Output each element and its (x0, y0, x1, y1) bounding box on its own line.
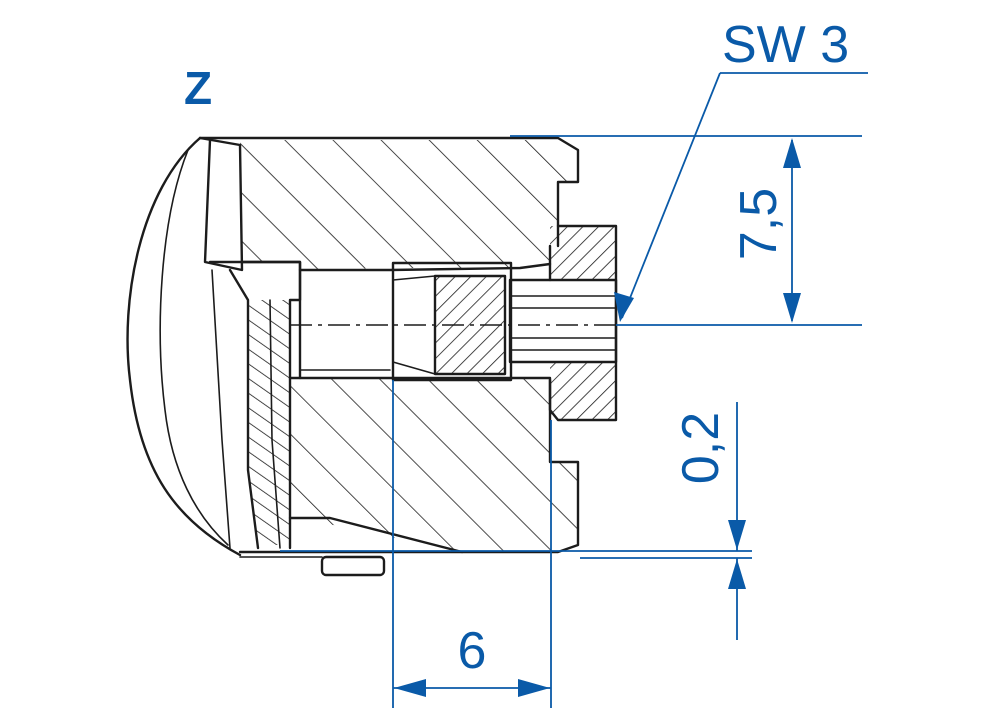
dim-gap: 0,2 (672, 412, 730, 484)
hex-key (508, 278, 618, 364)
view-label: Z (184, 62, 212, 114)
dome-inner (198, 136, 244, 272)
ring-hatch-bottom (550, 362, 616, 420)
upper-body-hatch (240, 140, 578, 270)
sleeve-hatch (248, 300, 290, 545)
dim-depth: 6 (458, 622, 487, 680)
dim-height: 7,5 (730, 188, 788, 260)
lower-body-hatch (290, 378, 578, 552)
dimension-annotations (280, 72, 868, 708)
foot (320, 555, 386, 577)
ring-hatch-top (550, 226, 616, 280)
dim-wrench-size: SW 3 (722, 16, 849, 74)
dome-cap (126, 136, 242, 557)
part-body (126, 136, 618, 577)
